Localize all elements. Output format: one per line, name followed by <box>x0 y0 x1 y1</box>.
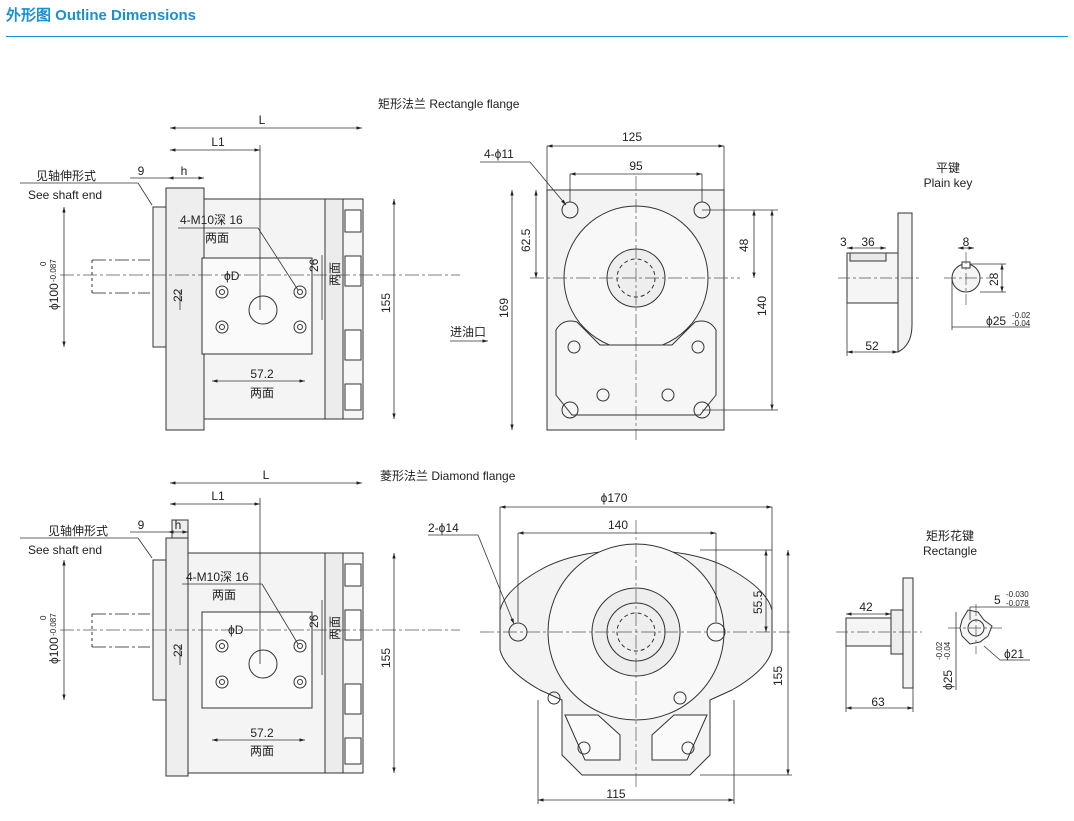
key-tol-lower: -0.04 <box>1012 319 1031 328</box>
rect-tol-upper: 0 <box>39 261 48 266</box>
rect-dim-95: 95 <box>629 159 643 173</box>
diamond-side-dimensions <box>20 481 396 773</box>
rect-dim-L: L <box>259 113 266 127</box>
diamond-tol-upper: 0 <box>39 615 48 620</box>
diamond-dim-115: 115 <box>606 787 625 801</box>
rect-dim-22: 22 <box>171 288 185 302</box>
diamond-dim-9: 9 <box>138 518 145 532</box>
rect-dim-125: 125 <box>622 130 642 144</box>
diamond-front-dimensions <box>428 505 792 804</box>
diamond-dim-26: 26 <box>307 614 321 628</box>
rect-dim-140: 140 <box>755 296 769 316</box>
diamond-dim-155-side: 155 <box>379 648 393 668</box>
rect-shaft-note-cn: 见轴伸形式 <box>36 168 96 183</box>
rect-dim-h: h <box>181 164 188 178</box>
rect-front-dimensions <box>450 144 778 430</box>
plain-key-title-cn: 平键 <box>936 161 960 175</box>
spline-dim-42: 42 <box>859 600 873 614</box>
diamond-front-view <box>480 520 790 790</box>
rect-dim-L1: L1 <box>211 135 225 149</box>
spline-dim-5: 5 <box>994 593 1001 607</box>
spline-dim-5-lower: -0.078 <box>1006 599 1029 608</box>
diamond-side-view <box>60 519 460 777</box>
rect-tol-lower: -0.087 <box>49 259 58 282</box>
rect-dim-48: 48 <box>737 238 751 252</box>
diamond-dim-22: 22 <box>171 643 185 657</box>
rect-front-view <box>530 176 740 440</box>
plain-key-view <box>838 212 990 353</box>
rect-dim-D: ϕD <box>224 269 240 283</box>
diamond-tol-lower: -0.087 <box>49 613 58 636</box>
page-title: 外形图 Outline Dimensions <box>6 7 197 24</box>
rect-dim-d100: ϕ100 <box>47 283 61 310</box>
diamond-dim-155: 155 <box>771 666 785 686</box>
drawing-labels: L L1 9 h 见轴伸形式 See shaft end 4-M10深 16 两… <box>28 97 1031 801</box>
diamond-dim-h: h <box>175 518 182 532</box>
rect-dim-26: 26 <box>307 258 321 272</box>
rect-dim-57-2-both: 两面 <box>250 386 274 400</box>
rect-shaft-note-en: See shaft end <box>28 188 102 202</box>
rect-flange-title: 矩形法兰 Rectangle flange <box>378 97 520 111</box>
rect-side-dimensions <box>20 126 396 419</box>
diamond-dim-D: ϕD <box>228 623 244 637</box>
diamond-flange-title: 菱形法兰 Diamond flange <box>380 469 516 483</box>
diamond-dim-140: 140 <box>608 518 628 532</box>
spline-view <box>836 577 1004 689</box>
key-dim-28: 28 <box>987 272 1001 286</box>
rect-dim-155: 155 <box>379 293 393 313</box>
rect-port-note: 4-M10深 16 <box>180 213 243 227</box>
plain-key-title-en: Plain key <box>924 176 973 190</box>
diamond-shaft-note-cn: 见轴伸形式 <box>48 523 108 538</box>
spline-title-en: Rectangle <box>923 544 977 558</box>
spline-dim-d25-lower: -0.04 <box>943 641 952 660</box>
key-dim-8: 8 <box>963 235 970 249</box>
spline-dim-63: 63 <box>871 695 885 709</box>
key-dim-36: 36 <box>861 235 875 249</box>
diamond-dim-55-5: 55.5 <box>751 590 765 614</box>
diamond-dim-d100: ϕ100 <box>47 637 61 664</box>
plain-key-dimensions <box>846 246 1030 356</box>
diamond-port-note: 4-M10深 16 <box>186 570 249 584</box>
spline-dim-d25-upper: -0.02 <box>935 641 944 660</box>
spline-dim-5-upper: -0.030 <box>1006 590 1029 599</box>
rect-inlet-label: 进油口 <box>450 325 486 339</box>
spline-dim-d25: ϕ25 <box>941 670 955 690</box>
diamond-holes: 2-ϕ14 <box>428 521 459 535</box>
rect-dim-169: 169 <box>497 298 511 318</box>
key-dim-52: 52 <box>865 339 879 353</box>
rect-dim-57-2: 57.2 <box>250 367 274 381</box>
diamond-dim-57-2: 57.2 <box>250 726 274 740</box>
rect-dim-9: 9 <box>138 164 145 178</box>
key-tol-upper: -0.02 <box>1012 311 1031 320</box>
diamond-dim-L1: L1 <box>211 489 225 503</box>
rect-dim-62-5: 62.5 <box>519 228 533 252</box>
diamond-dim-L: L <box>263 468 270 482</box>
rect-dim-26-both: 两面 <box>328 262 342 286</box>
diamond-shaft-note-en: See shaft end <box>28 543 102 557</box>
diamond-dim-d170: ϕ170 <box>601 491 628 505</box>
diamond-dim-26-both: 两面 <box>328 616 342 640</box>
spline-dimensions <box>845 606 1030 712</box>
key-dim-d25: ϕ25 <box>986 314 1006 328</box>
rect-holes: 4-ϕ11 <box>484 147 514 161</box>
spline-title-cn: 矩形花键 <box>926 528 974 543</box>
diamond-dim-57-2-both: 两面 <box>250 744 274 758</box>
key-dim-3: 3 <box>840 235 847 249</box>
diamond-port-both: 两面 <box>212 588 236 602</box>
rect-port-both: 两面 <box>205 231 229 245</box>
spline-dim-d21: ϕ21 <box>1004 647 1024 661</box>
header-divider <box>6 36 1068 37</box>
